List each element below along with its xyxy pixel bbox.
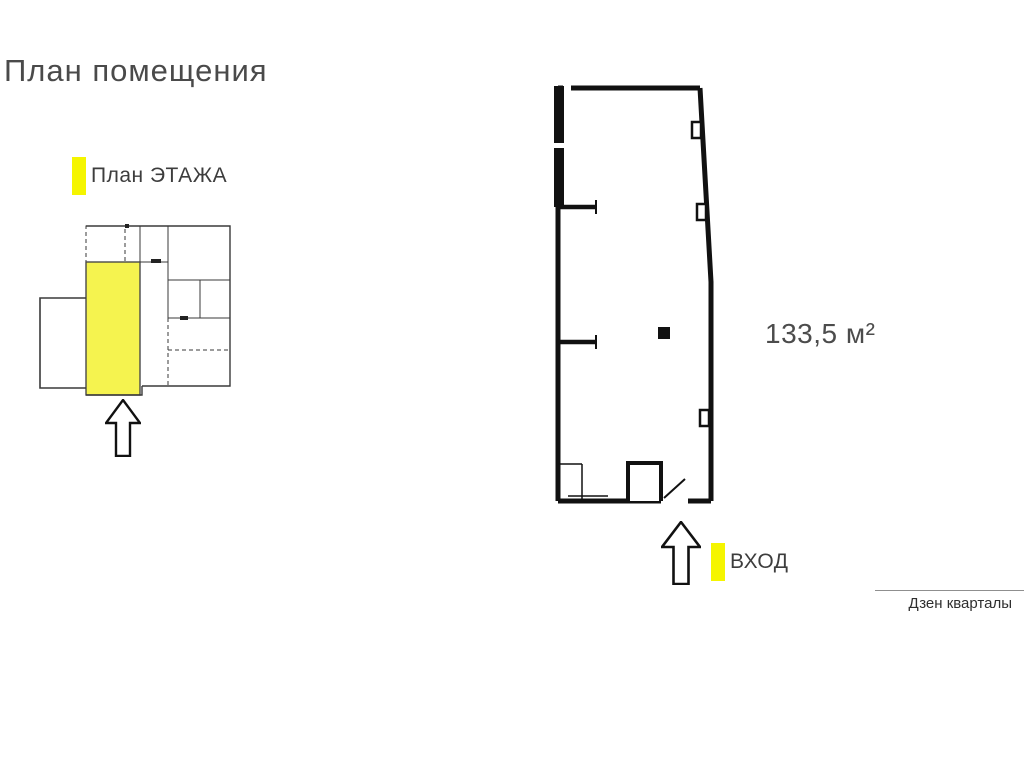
floor-plan-label: План ЭТАЖА	[91, 164, 228, 187]
floor-plan-arrow-up-icon	[105, 399, 141, 457]
highlighted-unit	[85, 261, 141, 396]
yellow-highlight-bar-icon	[72, 157, 86, 195]
area-label: 133,5 м²	[765, 318, 876, 349]
floor-plan-legend: План ЭТАЖА	[72, 157, 227, 195]
entrance-arrow-up-icon	[661, 521, 701, 585]
floor-overview-plan-drawing	[39, 224, 231, 396]
unit-floor-plan-drawing	[554, 85, 714, 504]
page-title: План помещения	[4, 53, 268, 88]
yellow-highlight-bar-icon	[711, 543, 725, 581]
column-marker	[658, 327, 670, 339]
brand-label: Дзен кварталы	[908, 595, 1012, 612]
unit-floor-plan	[548, 80, 728, 520]
brand-watermark: Дзен кварталы	[875, 590, 1024, 612]
entrance-legend: ВХОД	[711, 543, 789, 581]
floor-overview-plan	[30, 218, 235, 403]
entrance-label: ВХОД	[730, 550, 789, 573]
